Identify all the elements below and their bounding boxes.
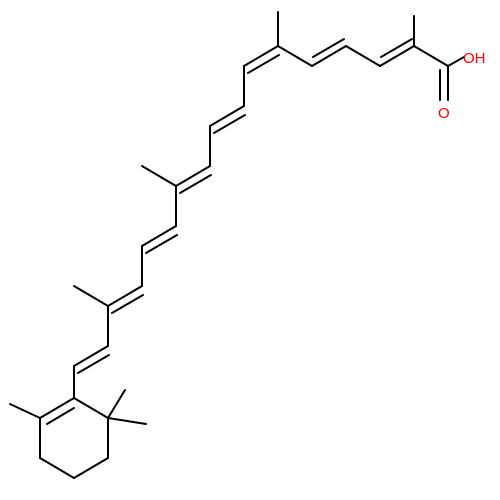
bond [111,294,144,314]
bond [9,403,41,419]
bond [380,38,413,58]
bond [379,45,415,67]
bond [312,38,345,58]
bond [73,285,109,307]
bond [277,45,313,67]
bond [413,45,449,67]
bond [213,114,246,134]
bond [311,45,347,67]
bond [345,45,381,67]
bond [247,54,280,74]
bond [175,165,211,187]
bond [39,397,75,419]
bond [73,345,109,367]
bond [73,397,109,419]
bond [447,56,465,67]
bond [46,407,75,425]
bond [243,45,279,67]
bond [179,174,212,194]
bond [39,457,75,479]
bond [209,105,245,127]
bond [77,354,110,374]
carbonyl-oxygen-label: O [438,105,450,122]
bond [141,225,177,247]
bond [145,234,178,254]
bond [73,457,109,479]
bond [141,165,177,187]
bond [107,389,126,419]
ring-skeleton [39,397,109,479]
bond [107,417,147,425]
bond-layer [9,11,465,425]
bond [107,285,143,307]
hydroxyl-label: OH [463,50,486,67]
